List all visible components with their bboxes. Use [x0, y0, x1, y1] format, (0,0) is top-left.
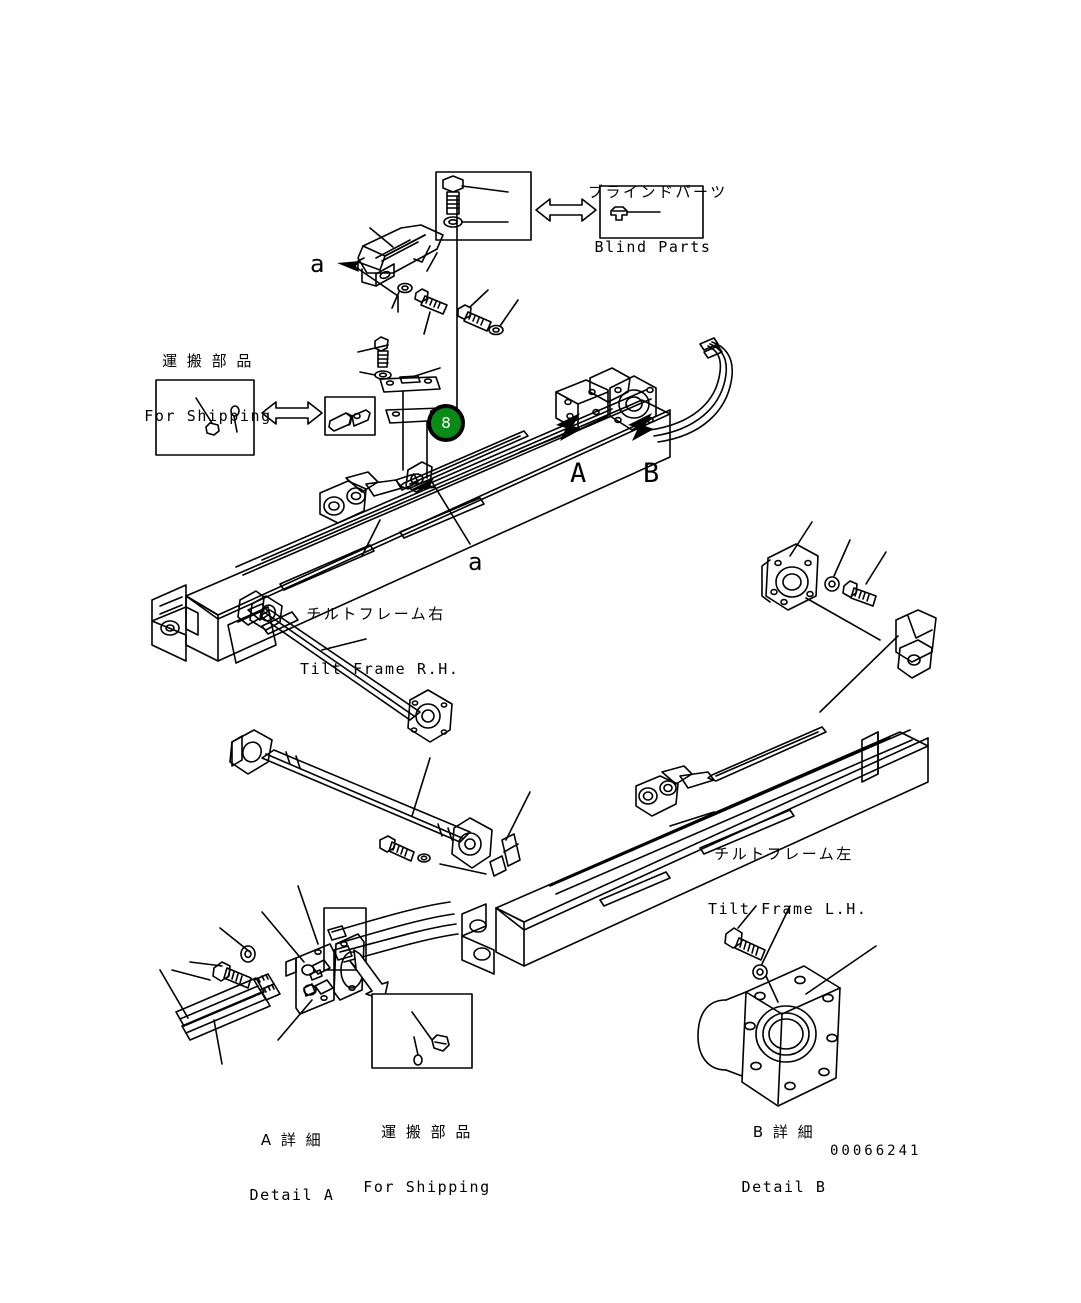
washer-detail-b	[752, 905, 791, 980]
label-blind-parts-jp: ブラインドパーツ	[588, 182, 728, 201]
hub-assembly-middle	[761, 521, 881, 641]
label-for-shipping-bottom-en: For Shipping	[363, 1178, 491, 1197]
shipping-plug-bottom	[411, 1011, 450, 1052]
leader-frame-rh	[361, 519, 381, 557]
detail-b-hub	[697, 945, 877, 1107]
shipping-part-detail	[328, 409, 371, 432]
label-detail-a: A 詳 細 Detail A	[236, 1094, 348, 1243]
bolt-cover-left	[414, 288, 448, 335]
shipping-plug-left	[195, 397, 220, 436]
fastener-box-top	[435, 171, 532, 241]
label-tilt-frame-rh-jp: チルトフレーム右	[306, 604, 446, 623]
label-for-shipping-bottom: 運 搬 部 品 For Shipping	[362, 1086, 492, 1235]
label-blind-parts: ブラインドパーツ Blind Parts	[588, 146, 728, 295]
leader-detail-b	[765, 975, 779, 1003]
washer-drive-shaft	[417, 853, 431, 863]
label-tilt-frame-lh: チルトフレーム左 Tilt Frame L.H.	[708, 808, 868, 957]
for-shipping-box-bottom	[371, 993, 473, 1069]
section-arrow-mark-b	[628, 413, 654, 441]
section-arrow-mark-a	[556, 413, 582, 441]
label-detail-b: B 詳 細 Detail B	[728, 1086, 840, 1235]
leader-section-a	[519, 431, 571, 453]
washer-plate-upper	[359, 370, 392, 380]
bolt-detail-b	[724, 905, 766, 961]
washer-hub-middle	[824, 539, 851, 592]
label-tilt-frame-rh: チルトフレーム右 Tilt Frame R.H.	[300, 568, 460, 717]
washer-cover-left	[391, 282, 413, 309]
drive-shaft-upper	[237, 590, 453, 743]
bolt-drive-shaft	[379, 835, 415, 862]
double-arrow-top	[535, 198, 597, 222]
label-for-shipping-bottom-jp: 運 搬 部 品	[381, 1122, 473, 1141]
pointer-arrow-a-upper	[337, 261, 399, 313]
washer-top-box	[443, 216, 509, 228]
double-arrow-shipping	[261, 401, 323, 425]
label-detail-b-jp: B 詳 細	[752, 1122, 816, 1141]
detail-a-hose-box	[323, 907, 367, 971]
blind-parts-plug	[610, 206, 661, 221]
pointer-arrow-a-lower	[410, 478, 471, 545]
section-arrow-a: A	[570, 458, 587, 489]
label-for-shipping-left-jp: 運 搬 部 品	[162, 351, 254, 370]
label-detail-a-en: Detail A	[249, 1186, 335, 1205]
bolt-top-box	[442, 175, 509, 215]
drive-shaft-lower	[229, 729, 493, 869]
detail-a-assembly	[159, 885, 365, 1065]
hydraulic-hoses-upper	[649, 337, 734, 443]
shipping-pin-left	[230, 405, 240, 433]
label-detail-b-en: Detail B	[741, 1178, 827, 1197]
tilt-frame-lh	[461, 609, 937, 975]
label-tilt-frame-lh-jp: チルトフレーム左	[714, 844, 854, 863]
leader-bolt-shaft	[439, 863, 487, 875]
mounting-plate-upper	[379, 367, 441, 393]
shipping-pin-bottom	[413, 1036, 423, 1066]
leader-frame-lh	[669, 811, 715, 827]
washer-cover-right	[488, 299, 519, 336]
drawing-number: 00066241	[830, 1143, 922, 1159]
label-for-shipping-left-en: For Shipping	[144, 407, 272, 426]
cover-part-upper	[357, 224, 444, 287]
for-shipping-box-left	[155, 379, 255, 456]
label-for-shipping-left: 運 搬 部 品 For Shipping	[142, 315, 274, 464]
bolt-cover-right	[457, 289, 492, 332]
bolt-hub-middle	[842, 551, 887, 607]
callout-8[interactable]: 8	[427, 404, 465, 442]
label-blind-parts-en: Blind Parts	[594, 238, 712, 257]
label-tilt-frame-rh-en: Tilt Frame R.H.	[300, 660, 460, 679]
label-tilt-frame-lh-en: Tilt Frame L.H.	[708, 900, 868, 919]
section-arrow-b: B	[643, 458, 660, 489]
label-detail-a-jp: A 詳 細	[260, 1130, 324, 1149]
double-arrow-detail-a	[349, 949, 389, 1001]
detail-marker-a-lower: a	[468, 548, 483, 576]
bolt-plate-upper	[357, 336, 389, 368]
detail-marker-a-upper: a	[310, 250, 325, 278]
